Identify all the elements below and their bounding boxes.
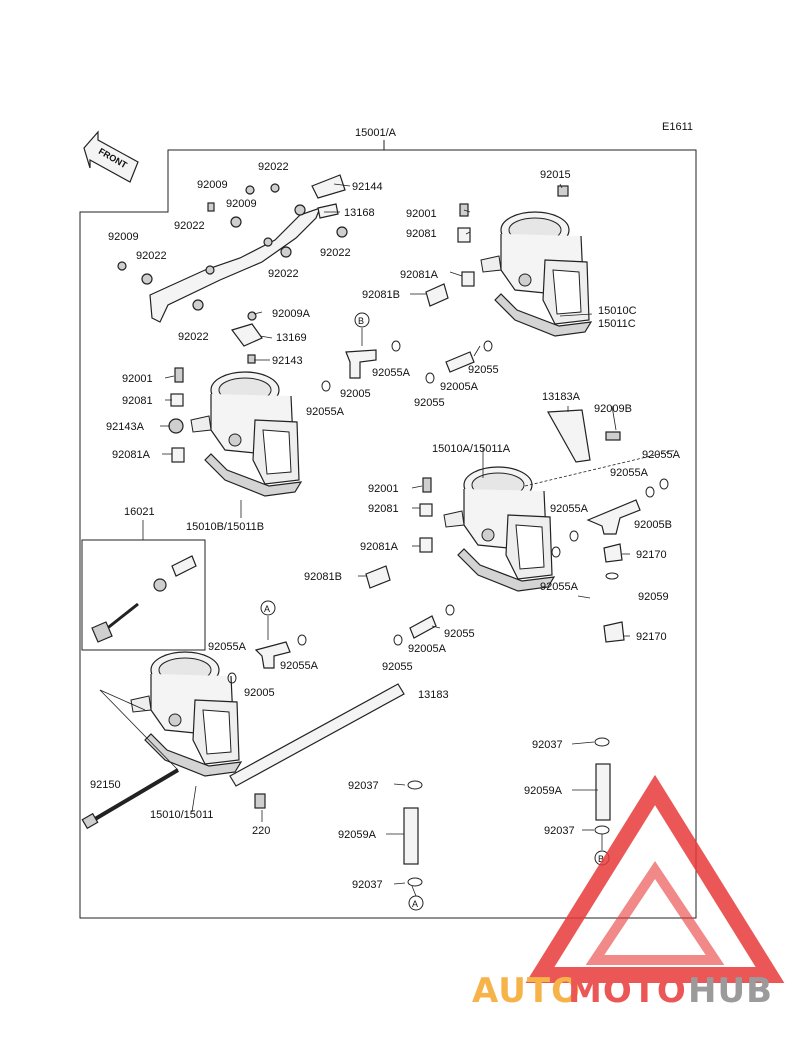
leader-lines xyxy=(99,183,677,897)
callout: 92055A xyxy=(540,581,579,593)
long-bolt xyxy=(81,768,180,830)
callout: 92037 xyxy=(544,825,575,837)
callout: 15010A/15011A xyxy=(432,443,511,455)
callout: 92005A xyxy=(440,381,479,393)
carburetor-bottom-left xyxy=(130,651,242,777)
callout: 92022 xyxy=(174,220,205,232)
callout: 92170 xyxy=(636,549,667,561)
callout: 92143A xyxy=(106,421,145,433)
svg-text:A: A xyxy=(264,604,270,614)
connector-a-top: A xyxy=(260,600,276,616)
callout: 92081 xyxy=(122,395,153,407)
callout: 92022 xyxy=(320,247,351,259)
callout: 92009 xyxy=(226,198,257,210)
watermark-auto: AUTO xyxy=(472,971,581,1011)
assembly-label: 15001/A xyxy=(355,127,397,139)
linkage-bracket xyxy=(149,204,322,323)
callout: 92022 xyxy=(178,331,209,343)
callout: 16021 xyxy=(124,506,155,518)
assembly-frame xyxy=(79,149,697,919)
callout: 92170 xyxy=(636,631,667,643)
callout: 15010/15011 xyxy=(150,809,213,821)
carburetor-top-right xyxy=(480,211,592,337)
hose-left xyxy=(403,807,419,865)
fasteners-top xyxy=(117,174,348,364)
callout: 92005B xyxy=(634,519,672,531)
callout: 92143 xyxy=(272,355,303,367)
connector-b-top: B xyxy=(354,312,370,328)
callout: 92001 xyxy=(122,373,153,385)
callout: 92081A xyxy=(360,541,399,553)
callout: 92055A xyxy=(642,449,681,461)
callout: 92055 xyxy=(382,661,413,673)
carburetor-middle-left xyxy=(190,371,302,497)
callout: 92055A xyxy=(208,641,247,653)
callout: 92059A xyxy=(524,785,563,797)
watermark-logo: AUTO MOTO HUB xyxy=(472,774,785,1011)
callout: 92144 xyxy=(352,181,383,193)
callout: 92022 xyxy=(268,268,299,280)
diagram-code: E1611 xyxy=(662,121,693,133)
callout: 92037 xyxy=(348,780,379,792)
callout: 92055 xyxy=(468,364,499,376)
callout: 92055A xyxy=(610,467,649,479)
svg-text:B: B xyxy=(358,316,364,326)
callout: 92009B xyxy=(594,403,632,415)
callout: 92055A xyxy=(550,503,589,515)
carburetor-middle-right xyxy=(443,466,555,592)
callout: 92055A xyxy=(280,660,319,672)
callout: 92009 xyxy=(197,179,228,191)
callout-labels: 92022 92144 92009 92009 13168 92022 9202… xyxy=(90,161,681,891)
callout: 13183A xyxy=(542,391,581,403)
watermark-moto: MOTO xyxy=(568,971,687,1011)
callout: 92001 xyxy=(406,208,437,220)
callout: 92009A xyxy=(272,308,311,320)
callout: 13169 xyxy=(276,332,307,344)
callout: 92150 xyxy=(90,779,121,791)
callout: 13168 xyxy=(344,207,375,219)
callout: 92081A xyxy=(112,449,151,461)
callout: 15010B/15011B xyxy=(186,521,264,533)
callout: 92059A xyxy=(338,829,377,841)
callout: 92055 xyxy=(414,397,445,409)
callout: 220 xyxy=(252,825,270,837)
callout: 92081B xyxy=(304,571,342,583)
springs-and-screws xyxy=(168,185,641,669)
hose-right xyxy=(595,763,611,821)
callout: 92022 xyxy=(258,161,289,173)
callout: 92005 xyxy=(340,388,371,400)
callout: 92015 xyxy=(540,169,571,181)
svg-text:A: A xyxy=(412,899,418,909)
connector-a-bottom: A xyxy=(408,895,424,911)
callout: 92022 xyxy=(136,250,167,262)
callout: 15011C xyxy=(598,318,636,330)
callout: 92081 xyxy=(368,503,399,515)
callout: 92001 xyxy=(368,483,399,495)
callout: 92037 xyxy=(352,879,383,891)
screw-220 xyxy=(254,793,266,809)
callout: 92055A xyxy=(372,367,411,379)
watermark-hub: HUB xyxy=(688,971,773,1011)
callout: 92055 xyxy=(444,628,475,640)
callout: 92081B xyxy=(362,289,400,301)
callout: 92009 xyxy=(108,231,139,243)
joining-rail xyxy=(229,683,405,787)
o-rings xyxy=(227,340,669,684)
callout: 92005 xyxy=(244,687,275,699)
callout: 92081 xyxy=(406,228,437,240)
callout: 13183 xyxy=(418,689,449,701)
callout: 92059 xyxy=(638,591,669,603)
callout: 92055A xyxy=(306,406,345,418)
svg-text:B: B xyxy=(598,854,604,864)
front-arrow: FRONT xyxy=(83,130,139,183)
callout: 15010C xyxy=(598,305,637,317)
callout: 92037 xyxy=(532,739,563,751)
kit-16021-box xyxy=(81,539,206,651)
callout: 92005A xyxy=(408,643,447,655)
callout: 92081A xyxy=(400,269,439,281)
